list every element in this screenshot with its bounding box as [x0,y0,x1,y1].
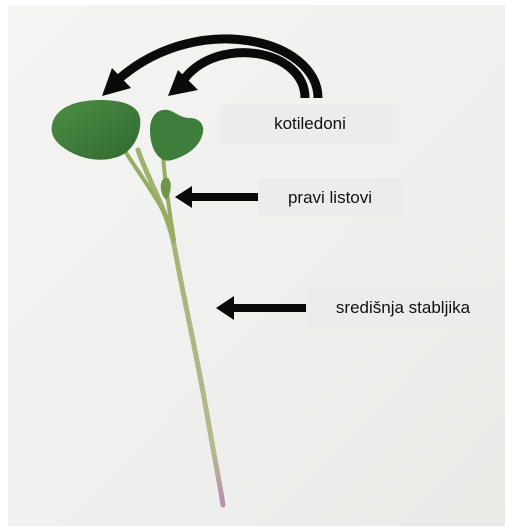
cotyledons-label: kotiledoni [221,104,399,144]
true-leaves-label: pravi listovi [258,179,402,216]
central-stem-label: središnja stabljika [306,288,500,328]
cotyledons-label-text: kotiledoni [274,114,346,134]
central-stem-label-text: središnja stabljika [336,298,470,318]
true-leaves-label-text: pravi listovi [288,188,372,208]
photo-background [8,5,505,526]
